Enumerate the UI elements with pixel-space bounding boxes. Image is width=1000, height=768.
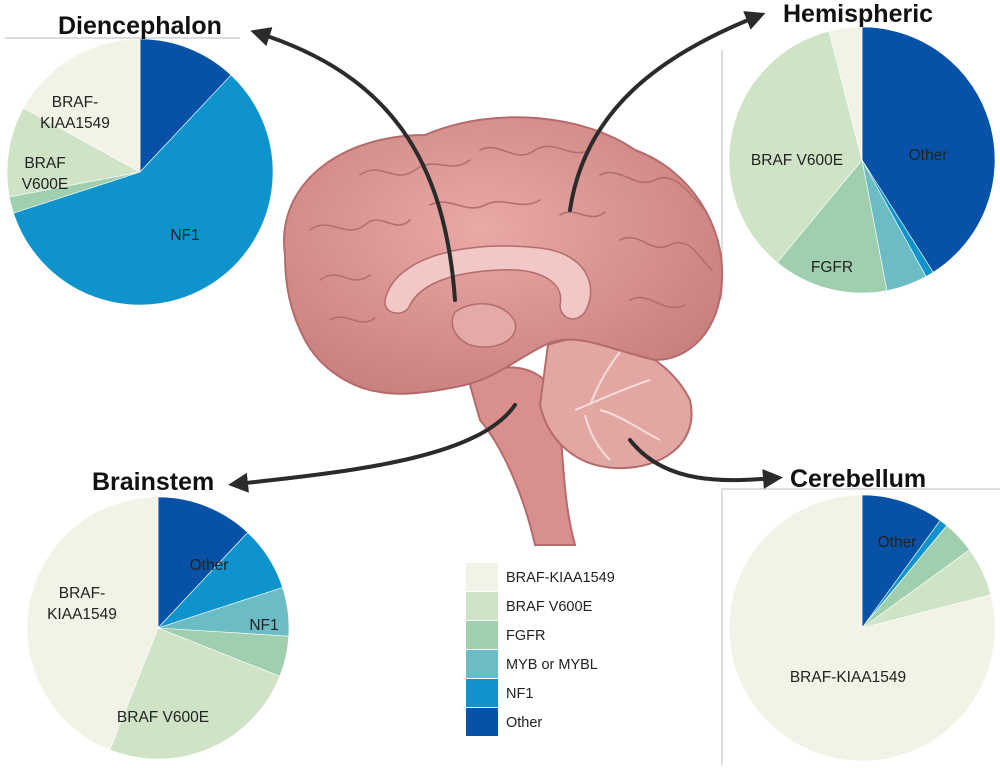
slice-label-nf1: NF1 — [249, 617, 278, 634]
slice-braf-kiaa1549 — [828, 26, 863, 161]
arrow-to-diencephalon — [250, 27, 457, 302]
slice-label-nf1: NF1 — [170, 227, 199, 244]
slice-braf-v600e — [728, 30, 863, 263]
legend-label-3: MYB or MYBL — [506, 657, 598, 673]
slice-braf-v600e — [109, 627, 281, 760]
slice-braf-kiaa1549 — [26, 496, 159, 751]
legend-swatch-3 — [466, 650, 498, 678]
legend-swatch-2 — [466, 621, 498, 649]
legend-label-1: BRAF V600E — [506, 599, 593, 615]
pie-cerebellum: BRAF-KIAA1549 Other — [728, 494, 996, 762]
legend-swatch-0 — [466, 563, 498, 591]
slice-nf1 — [13, 74, 274, 306]
slice-braf-kiaa1549 — [728, 494, 996, 762]
title-cerebellum: Cerebellum — [790, 465, 926, 493]
region-arrows — [228, 11, 783, 493]
corpus-callosum — [384, 245, 592, 320]
slice-braf-v600e — [6, 107, 141, 198]
pie-hemispheric: BRAF V600E FGFR Other — [728, 26, 996, 294]
gyri-folds — [309, 145, 713, 323]
slice-other — [157, 496, 249, 629]
title-brainstem: Brainstem — [92, 468, 214, 496]
slice-label-other: Other — [878, 534, 917, 551]
legend-swatch-1 — [466, 592, 498, 620]
legend-swatch-5 — [466, 708, 498, 736]
slice-label-braf-kiaa1549: BRAF-KIAA1549 — [790, 669, 906, 686]
slice-other — [861, 494, 941, 629]
slice-label-braf-kiaa1549: BRAF-KIAA1549 — [40, 94, 110, 132]
legend-label-2: FGFR — [506, 628, 545, 644]
legend-label-0: BRAF-KIAA1549 — [506, 570, 615, 586]
slice-label-other: Other — [909, 147, 948, 164]
slice-label-fgfr: FGFR — [811, 259, 853, 276]
thalamus — [451, 303, 517, 348]
title-hemispheric: Hemispheric — [783, 0, 933, 28]
slice-label-braf-v600e: BRAF V600E — [751, 152, 843, 169]
slice-other — [861, 26, 996, 273]
arrow-to-brainstem — [228, 403, 517, 493]
legend-label-5: Other — [506, 715, 542, 731]
arrow-to-cerebellum — [628, 438, 783, 489]
cerebellum-arbor-vitae — [574, 351, 661, 461]
slice-braf-kiaa1549 — [23, 38, 141, 173]
slice-other — [139, 38, 232, 173]
legend-label-4: NF1 — [506, 686, 533, 702]
legend-swatch-4 — [466, 679, 498, 707]
slice-fgfr — [776, 159, 888, 294]
arrow-to-hemispheric — [568, 11, 766, 212]
slice-label-braf-v600e: BRAF V600E — [117, 709, 209, 726]
slice-label-other: Other — [190, 557, 229, 574]
brain-sagittal-illustration — [282, 116, 724, 546]
title-diencephalon: Diencephalon — [58, 12, 222, 40]
slice-label-braf-kiaa1549: BRAF-KIAA1549 — [47, 585, 117, 623]
